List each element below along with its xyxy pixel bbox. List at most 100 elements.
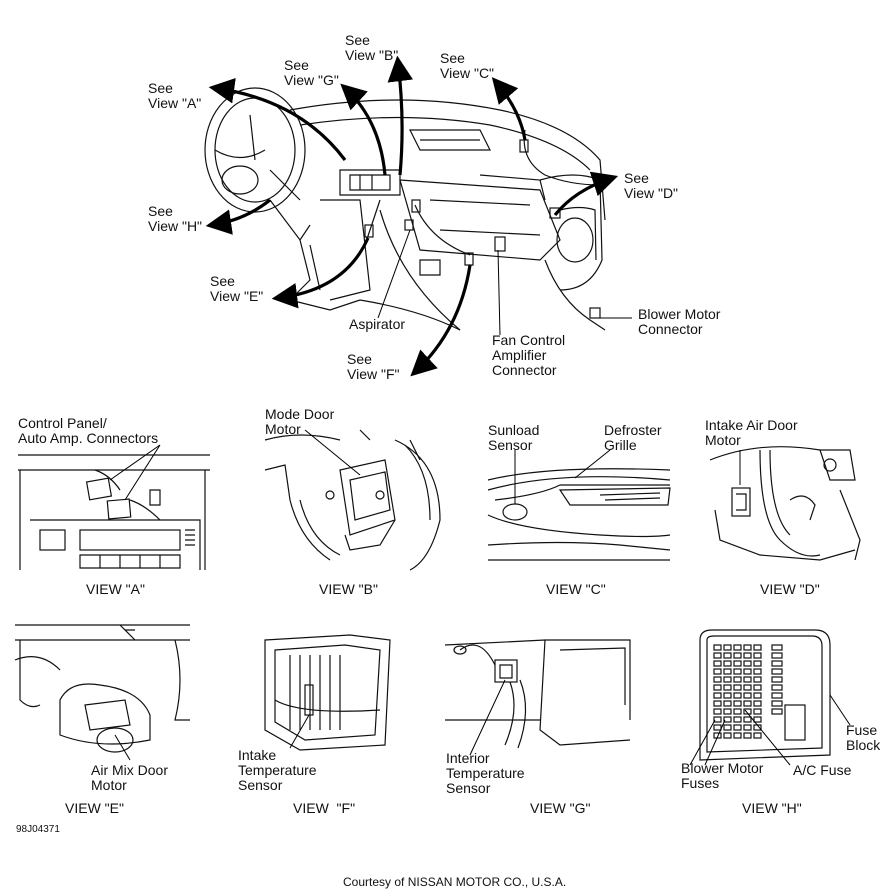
view-h-fuse-block-label: Fuse Block	[846, 722, 881, 753]
fuse-slot	[743, 732, 752, 739]
fuse-slot	[713, 660, 722, 667]
fuse-slot	[743, 644, 752, 651]
relay-slot	[771, 644, 783, 651]
fuse-slot	[753, 644, 762, 651]
fuse-slot	[743, 708, 752, 715]
view-f-caption: VIEW "F"	[293, 800, 356, 816]
view-h-caption: VIEW "H"	[742, 800, 802, 816]
relay-slot	[771, 668, 783, 675]
view-g-label: Interior Temperature Sensor	[446, 750, 525, 796]
fuse-slot	[723, 644, 732, 651]
see-view-c-label: See View "C"	[440, 50, 495, 81]
see-view-e-label: See View "E"	[210, 273, 264, 304]
fan-control-amplifier-connector-label: Fan Control Amplifier Connector	[492, 332, 566, 378]
credit-line: Courtesy of NISSAN MOTOR CO., U.S.A.	[343, 875, 567, 889]
see-view-a-label: See View "A"	[148, 80, 202, 111]
view-h-ac-fuse-label: A/C Fuse	[793, 762, 852, 778]
fuse-slot	[723, 676, 732, 683]
relay-slot	[771, 676, 783, 683]
fuse-slot	[713, 700, 722, 707]
fuse-slot	[723, 732, 732, 739]
fuse-slot	[733, 652, 742, 659]
relay-slot	[771, 684, 783, 691]
dashboard-drawing	[204, 87, 606, 331]
see-view-b-label: See View "B"	[345, 32, 399, 63]
fuse-slot	[713, 708, 722, 715]
fuse-slot	[743, 724, 752, 731]
relay-slot	[771, 708, 783, 715]
view-h-drawing	[689, 629, 851, 766]
view-d-caption: VIEW "D"	[760, 581, 820, 597]
fuse-slot	[743, 652, 752, 659]
reference-code: 98J04371	[16, 824, 60, 835]
fuse-slot	[753, 708, 762, 715]
relay-slot	[771, 692, 783, 699]
fuse-slot	[753, 700, 762, 707]
fuse-slot	[733, 716, 742, 723]
view-a-caption: VIEW "A"	[86, 581, 145, 597]
fuse-slot	[713, 676, 722, 683]
relay-slot	[771, 652, 783, 659]
fuse-slot	[723, 652, 732, 659]
fuse-slot	[743, 716, 752, 723]
fuse-slot	[753, 668, 762, 675]
view-h-blower-fuses-label: Blower Motor Fuses	[681, 760, 764, 791]
fuse-slot	[733, 676, 742, 683]
fuse-slot	[733, 684, 742, 691]
fuse-slot	[713, 692, 722, 699]
fuse-slot	[723, 716, 732, 723]
view-g-drawing	[444, 639, 631, 756]
fuse-slot	[713, 716, 722, 723]
view-b-drawing	[264, 429, 441, 571]
view-a-label: Control Panel/ Auto Amp. Connectors	[18, 415, 159, 446]
view-e-label: Air Mix Door Motor	[91, 762, 169, 793]
fuse-slot	[743, 668, 752, 675]
fuse-slot	[743, 660, 752, 667]
fuse-slot	[713, 684, 722, 691]
view-f-label: Intake Temperature Sensor	[238, 747, 317, 793]
view-f-drawing	[264, 634, 391, 751]
view-a-drawing	[18, 444, 210, 570]
fuse-slot	[713, 652, 722, 659]
fuse-slot	[723, 692, 732, 699]
fuse-slot	[753, 716, 762, 723]
fuse-slot	[723, 708, 732, 715]
fuse-slot	[753, 652, 762, 659]
view-e-drawing	[14, 624, 190, 761]
view-d-label: Intake Air Door Motor	[705, 417, 798, 448]
fuse-slot	[733, 660, 742, 667]
fuse-slot	[753, 660, 762, 667]
view-e-caption: VIEW "E"	[65, 800, 124, 816]
see-view-d-label: See View "D"	[624, 170, 679, 201]
fuse-slot	[733, 708, 742, 715]
view-c-caption: VIEW "C"	[546, 581, 606, 597]
fuse-slot	[713, 668, 722, 675]
see-view-f-label: See View "F"	[347, 351, 400, 382]
fuse-slot	[753, 692, 762, 699]
view-g-caption: VIEW "G"	[530, 800, 591, 816]
main-leaders	[377, 229, 632, 336]
view-d-drawing	[709, 446, 861, 561]
callout-arrows	[205, 55, 619, 377]
view-c-defroster-label: Defroster Grille	[604, 422, 662, 453]
view-c-sunload-label: Sunload Sensor	[488, 422, 540, 453]
fuse-slot	[723, 724, 732, 731]
fuse-slot	[723, 700, 732, 707]
fuse-slot	[753, 676, 762, 683]
fuse-slot	[723, 660, 732, 667]
fuse-slot	[733, 732, 742, 739]
blower-motor-connector-label: Blower Motor Connector	[638, 306, 721, 337]
fuse-slot	[733, 644, 742, 651]
fuse-slot	[723, 684, 732, 691]
see-view-h-label: See View "H"	[148, 203, 203, 234]
view-c-drawing	[487, 449, 671, 561]
fuse-slot	[743, 676, 752, 683]
see-view-g-label: See View "G"	[284, 57, 339, 88]
aspirator-label: Aspirator	[349, 316, 406, 332]
fuse-slot	[713, 644, 722, 651]
relay-slot	[771, 700, 783, 707]
fuse-slot	[753, 732, 762, 739]
fuse-slot	[753, 684, 762, 691]
fuse-slot	[743, 692, 752, 699]
